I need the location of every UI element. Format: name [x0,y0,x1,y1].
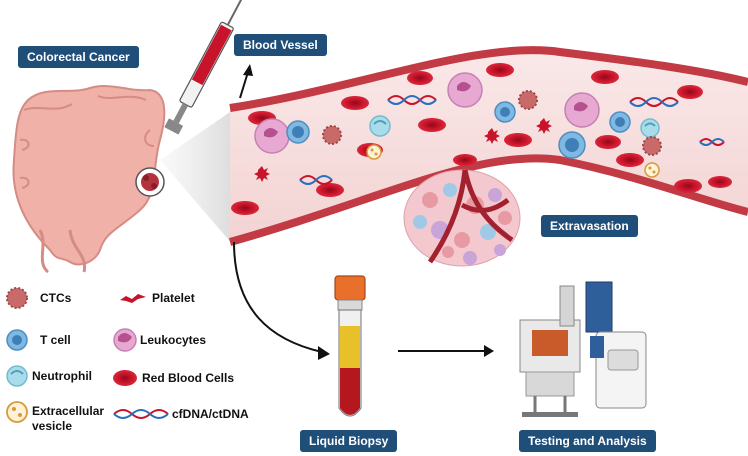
label-colorectal-cancer: Colorectal Cancer [18,46,139,68]
legend-platelet-label: Platelet [152,291,195,305]
legend-ctc-icon [6,287,28,309]
tcell-group [286,101,631,159]
label-blood-vessel: Blood Vessel [234,34,327,56]
legend-rbc-label: Red Blood Cells [142,371,235,385]
legend-platelet-icon [120,294,146,303]
rbc-cell [418,118,446,132]
legend-tcell-label: T cell [40,333,71,347]
rbc-cell [504,133,532,147]
rbc-cell [407,71,433,85]
blood-tube [334,275,366,417]
rbc-cell [231,201,259,215]
dna-group [299,95,725,185]
rbc-group [231,63,732,215]
legend-leukocytes-label: Leukocytes [140,333,207,347]
legend-neutrophil-icon [6,365,28,387]
flow-arrow-to-tube [233,241,323,353]
rbc-cell [341,96,369,110]
leukocyte-group [254,72,600,154]
zoom-cone [160,110,233,245]
legend-dna-icon [113,409,169,419]
legend-neutrophil-label: Neutrophil [32,369,92,383]
ev-group [366,144,660,178]
rbc-cell [316,183,344,197]
syringe-arrow [239,71,249,99]
legend-ev-icon [6,401,28,423]
rbc-cell [708,176,732,188]
label-testing-analysis: Testing and Analysis [519,430,656,452]
legend-icons [6,287,169,423]
legend-ev-label-line1: Extracellular [32,404,105,418]
platelet-group [254,118,552,182]
legend-rbc-icon [113,370,137,386]
label-liquid-biopsy: Liquid Biopsy [300,430,398,452]
rbc-cell [486,63,514,77]
syringe-illustration [164,0,253,135]
rbc-cell [674,179,702,193]
colon-illustration [12,85,166,274]
rbc-cell [453,154,477,166]
label-extravasation: Extravasation [541,215,638,237]
rbc-cell [591,70,619,84]
rbc-cell [677,85,703,99]
legend-ctcs-label: CTCs [40,291,72,305]
tumor-cluster [403,169,521,267]
rbc-cell [595,135,621,149]
flow-arrow-head [318,346,330,360]
legend-ev-label-line2: vesicle [32,419,73,433]
neutrophil-group [369,115,660,138]
legend-cfdna-label: cfDNA/ctDNA [172,407,249,421]
rbc-cell [616,153,644,167]
analysis-instrument [519,281,647,417]
ctc-group [322,90,662,156]
